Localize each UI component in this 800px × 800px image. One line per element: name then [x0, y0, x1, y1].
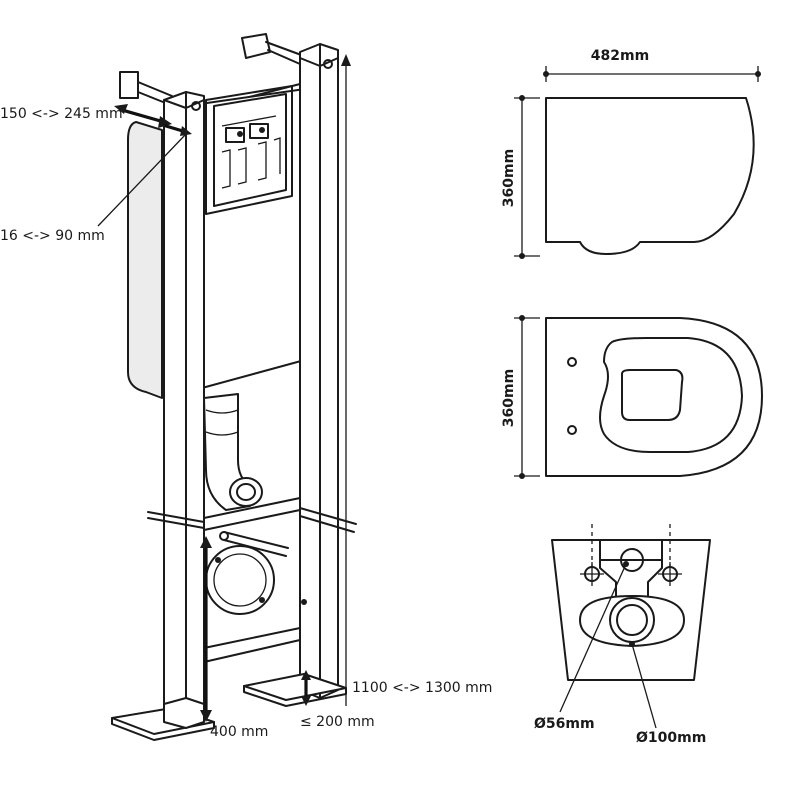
- width-label: 482mm: [591, 48, 649, 64]
- bowl-side-view: [514, 66, 761, 259]
- frame-dimensions: [97, 54, 351, 722]
- bowl-rear-view: [551, 524, 711, 729]
- bottom-height-label: 400 mm: [210, 724, 268, 740]
- outlet-diameter-label: Ø100mm: [636, 730, 706, 746]
- inlet-diameter-label: Ø56mm: [534, 716, 595, 732]
- top-height-label: 360mm: [501, 369, 517, 427]
- installation-frame: [111, 33, 357, 741]
- waste-bracket: [205, 545, 307, 615]
- frame-post-left: [163, 91, 205, 721]
- drain-elbow: [203, 393, 263, 511]
- bowl-bolt: [147, 507, 357, 557]
- wall-thickness-label: 16 <-> 90 mm: [0, 228, 105, 244]
- flush-plate-opening: [205, 85, 293, 215]
- foot-adjust-label: ≤ 200 mm: [300, 714, 375, 730]
- side-height-label: 360mm: [501, 149, 517, 207]
- bowl-top-view: [514, 315, 763, 479]
- cistern-tank: [127, 121, 163, 399]
- height-range-label: 1100 <-> 1300 mm: [352, 680, 492, 696]
- depth-range-label: 150 <-> 245 mm: [0, 106, 123, 122]
